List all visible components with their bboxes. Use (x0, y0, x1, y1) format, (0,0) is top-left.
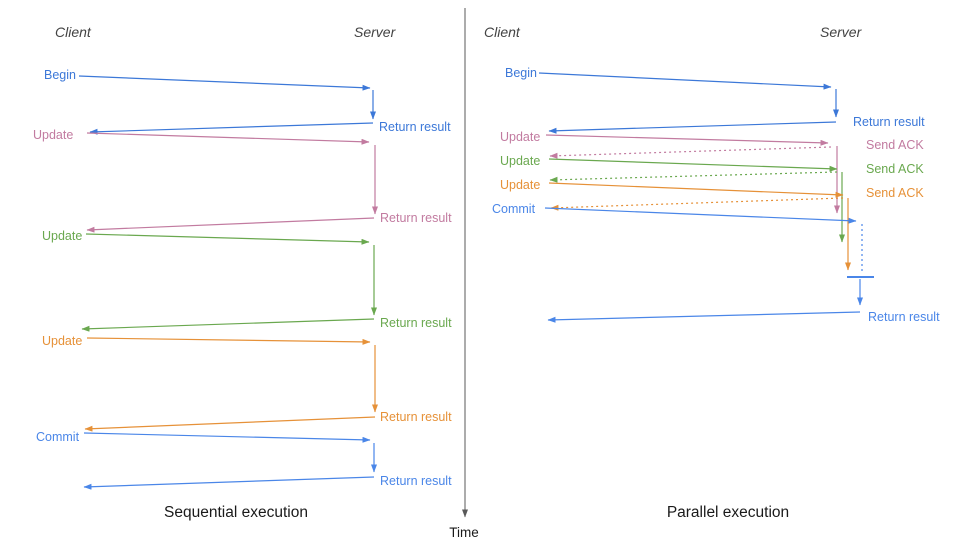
par-begin-label: Begin (505, 66, 537, 80)
seq-return2 (86, 217, 375, 233)
par-server-header: Server (820, 24, 863, 40)
par-update3-request (548, 182, 844, 198)
par-ack1 (549, 146, 832, 159)
seq-update2-label: Update (42, 229, 82, 243)
par-return1 (548, 121, 837, 134)
time-axis-label: Time (449, 525, 479, 540)
par-client-header: Client (484, 24, 521, 40)
seq-return1 (89, 122, 374, 135)
par-commit-request (544, 207, 857, 224)
seq-return3 (81, 318, 375, 332)
seq-return3-label: Return result (380, 316, 452, 330)
par-return1-label: Return result (853, 115, 925, 129)
par-return2 (547, 311, 861, 323)
par-begin-request (538, 72, 832, 90)
seq-update1-label: Update (33, 128, 73, 142)
par-ack2 (549, 171, 838, 183)
par-update1-request (545, 134, 829, 146)
seq-return1-label: Return result (379, 120, 451, 134)
par-panel-title: Parallel execution (667, 504, 789, 521)
seq-panel-title: Sequential execution (164, 504, 308, 521)
seq-commit-label: Commit (36, 430, 80, 444)
seq-return5 (83, 476, 375, 490)
seq-update3-label: Update (42, 334, 82, 348)
seq-update1-request (86, 132, 370, 145)
par-ack3-label: Send ACK (866, 186, 924, 200)
seq-commit-request (83, 432, 371, 443)
seq-server-header: Server (354, 24, 397, 40)
seq-client-header: Client (55, 24, 92, 40)
par-ack1-label: Send ACK (866, 138, 924, 152)
par-ack2-label: Send ACK (866, 162, 924, 176)
seq-return4-label: Return result (380, 410, 452, 424)
par-ack3 (550, 197, 844, 211)
par-return2-label: Return result (868, 310, 940, 324)
seq-return5-label: Return result (380, 474, 452, 488)
arrows-layer (78, 8, 874, 518)
seq-begin-request (78, 75, 371, 91)
seq-begin-label: Begin (44, 68, 76, 82)
seq-update3-request (86, 337, 371, 345)
seq-return2-label: Return result (380, 211, 452, 225)
seq-update2-request (85, 233, 370, 245)
par-update2-request (548, 158, 838, 172)
par-commit-label: Commit (492, 202, 536, 216)
par-update3-label: Update (500, 178, 540, 192)
par-update2-label: Update (500, 154, 540, 168)
par-update1-label: Update (500, 130, 540, 144)
seq-return4 (84, 416, 376, 432)
